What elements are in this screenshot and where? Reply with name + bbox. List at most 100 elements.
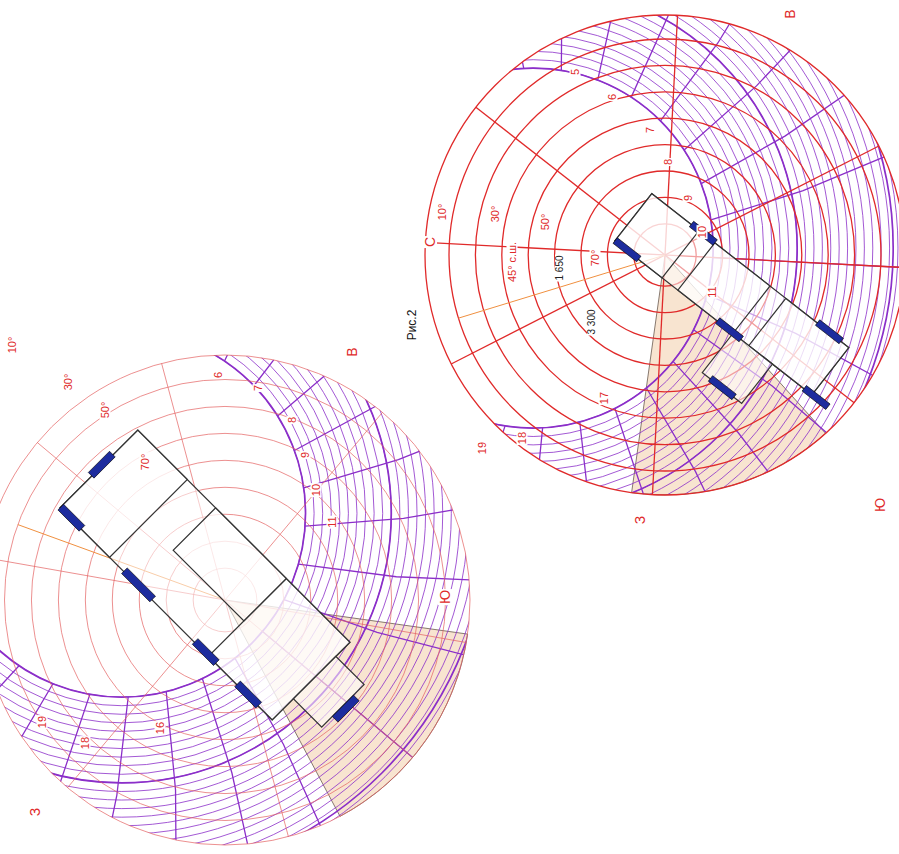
window-mark xyxy=(122,568,156,602)
hour-number: 11 xyxy=(707,285,718,298)
hour-number: 6 xyxy=(607,93,618,101)
day-path xyxy=(0,184,451,843)
altitude-label: 70° xyxy=(140,453,151,472)
room-outline xyxy=(293,656,364,727)
hour-number: 8 xyxy=(287,416,298,424)
room-outline xyxy=(615,194,699,278)
hour-number: 7 xyxy=(253,384,264,392)
day-path xyxy=(210,0,856,571)
azimuth-line xyxy=(476,107,854,403)
sun-path-band xyxy=(0,132,514,854)
hour-number: 11 xyxy=(327,515,338,528)
day-path xyxy=(261,0,806,520)
room-outline xyxy=(60,430,187,557)
cardinal-direction: С xyxy=(423,236,437,248)
day-path xyxy=(0,278,357,748)
hour-line xyxy=(294,342,474,451)
hour-number: 9 xyxy=(300,451,311,459)
hour-line xyxy=(684,6,831,150)
altitude-ring xyxy=(425,15,899,495)
floor-plan xyxy=(54,427,384,757)
window-mark xyxy=(88,451,115,478)
day-path xyxy=(278,0,789,504)
window-mark xyxy=(689,221,717,245)
window-mark xyxy=(802,386,830,410)
sun-dial xyxy=(0,132,514,854)
day-path xyxy=(252,0,814,529)
figure-caption: Рис.2 xyxy=(406,309,418,342)
day-path xyxy=(0,150,486,854)
day-path xyxy=(177,0,890,604)
hour-line xyxy=(298,564,507,581)
cardinal-direction: В xyxy=(783,8,797,19)
hour-line xyxy=(553,0,562,70)
window-mark xyxy=(715,318,743,342)
cardinal-direction: З xyxy=(633,515,647,525)
cardinal-direction: Ю xyxy=(438,589,452,605)
day-path xyxy=(0,270,366,758)
hour-line xyxy=(0,666,19,814)
solstice-path xyxy=(269,0,797,512)
cardinal-direction: З xyxy=(28,807,42,817)
solstice-path xyxy=(0,146,489,854)
hour-line xyxy=(473,0,524,68)
sun-path-band xyxy=(160,0,899,632)
hour-line xyxy=(304,419,502,488)
room-outline xyxy=(173,508,286,621)
day-path xyxy=(0,201,434,826)
hour-number: 19 xyxy=(37,715,48,729)
hour-number: 7 xyxy=(645,126,656,134)
cardinal-direction: В xyxy=(345,346,359,357)
room-outline xyxy=(702,333,772,403)
room-outline xyxy=(60,430,350,720)
dimension: 1 650 xyxy=(555,254,565,281)
hour-number: 17 xyxy=(599,391,610,405)
altitude-label: 30° xyxy=(490,205,501,224)
hour-number: 16 xyxy=(155,721,166,735)
window-mark xyxy=(332,695,359,722)
altitude-label: 10° xyxy=(7,336,18,355)
altitude-label: 30° xyxy=(63,373,74,392)
solstice-path xyxy=(173,0,893,608)
day-path xyxy=(0,252,383,774)
hour-line xyxy=(434,426,505,619)
day-path xyxy=(0,235,400,791)
hour-number: 9 xyxy=(683,194,694,202)
day-path xyxy=(0,244,391,783)
day-path xyxy=(202,0,864,579)
window-mark xyxy=(613,238,641,262)
day-path xyxy=(160,0,899,621)
window-mark xyxy=(58,504,85,531)
window-mark xyxy=(235,681,262,708)
day-path xyxy=(0,218,417,808)
hour-number: 19 xyxy=(477,441,488,455)
window-mark xyxy=(192,639,219,666)
hour-number: 5 xyxy=(570,68,581,76)
day-path xyxy=(269,0,797,512)
day-path xyxy=(0,132,503,854)
hour-line xyxy=(615,408,671,606)
window-mark xyxy=(815,320,843,344)
solstice-path xyxy=(0,244,391,783)
day-path xyxy=(168,0,898,613)
day-path xyxy=(0,175,460,851)
altitude-label: 70° xyxy=(590,249,601,268)
hour-line xyxy=(225,167,306,361)
day-path xyxy=(0,227,408,800)
altitude-ring xyxy=(5,380,446,821)
hour-line xyxy=(701,74,875,184)
altitude-label: 10° xyxy=(437,203,448,222)
altitude-label: 50° xyxy=(100,401,111,420)
dimension: 3 300 xyxy=(587,308,597,335)
day-path xyxy=(185,0,881,596)
hour-number: 10 xyxy=(311,483,322,497)
hour-line xyxy=(580,422,593,627)
altitude-ring xyxy=(31,406,418,793)
cardinal-direction: Ю xyxy=(873,497,887,513)
axis-line xyxy=(458,255,665,318)
altitude-ring xyxy=(0,355,470,845)
room-outline xyxy=(749,298,849,395)
window-mark xyxy=(708,376,736,400)
